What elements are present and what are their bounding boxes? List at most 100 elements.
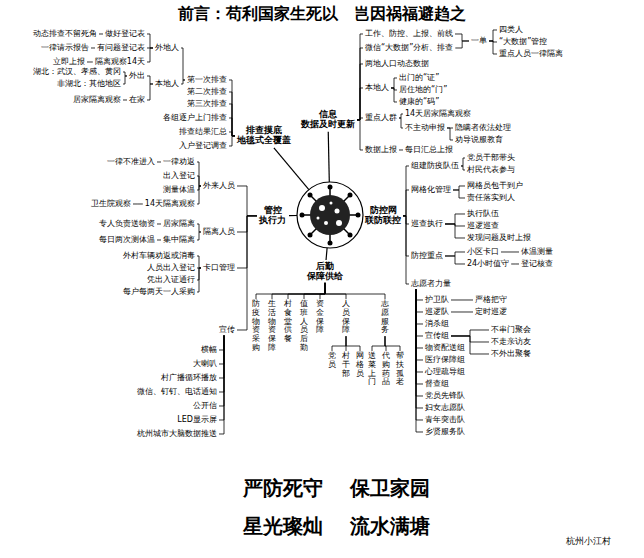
leaf-node: 一律不准进入 (106, 158, 156, 167)
slogan-text: 流水满塘 (350, 514, 430, 538)
node-text: 登记核查 (521, 260, 553, 269)
spike-knobs (300, 185, 361, 246)
node-text: 集中隔离 (163, 236, 195, 245)
branch-connector (197, 232, 201, 240)
node-text: 管控 (259, 206, 286, 216)
branch-connector (455, 34, 469, 41)
branch-node: 排查摸底地毯式全覆盖 (236, 126, 292, 146)
branch-connector (403, 216, 409, 284)
leaf-node: 巡逻队 (424, 308, 450, 317)
vertical-leaf: 人员保障 (342, 300, 350, 335)
leaf-node: 体温测量 (520, 248, 554, 257)
leaf-node: 第一次排查 (186, 76, 228, 85)
branch-connector (256, 283, 325, 299)
branch-connector (416, 289, 423, 372)
leaf-node: 工作、防控、上报、前线 (364, 30, 454, 39)
leaf-node: 有问题登记表 (96, 44, 146, 53)
node-text: 保障供给 (307, 272, 343, 282)
vertical-leaf: 代购药品 (382, 352, 390, 387)
node-text: 第二次排查 (187, 88, 227, 97)
node-text: 做好登记表 (105, 30, 145, 39)
virus-body (310, 195, 350, 235)
leaf-node: 妇女志愿队 (424, 404, 466, 413)
node-text: 两地人口动态数据 (365, 60, 429, 69)
leaf-node: 外出 (128, 72, 146, 81)
branch-connector (304, 283, 325, 299)
leaf-node: 不走亲访友 (490, 338, 532, 347)
branch-connector (219, 335, 224, 420)
node-text: 测量体温 (163, 186, 195, 195)
branch-connector (416, 289, 423, 348)
node-text: 组建防疫队伍 (411, 162, 459, 171)
branch-connector (229, 104, 235, 136)
node-text: 专人负责送物资 (99, 220, 155, 229)
vertical-leaf: 防疫物资采购 (252, 300, 260, 353)
node-text: 物资配送组 (425, 344, 465, 353)
branch-connector (391, 78, 397, 88)
leaf-node: 不串门聚会 (490, 326, 532, 335)
leaf-node: 入户登记调查 (178, 142, 228, 151)
node-text: 隔离观察14天 (95, 58, 145, 67)
leaf-node: 做好登记表 (104, 30, 146, 39)
node-text: 医疗保障组 (425, 356, 465, 365)
node-text: 数据上报 (365, 146, 397, 155)
branch-connector (451, 311, 473, 312)
branch-connector (219, 335, 224, 350)
node-text: 排查摸底 (237, 126, 291, 136)
leaf-node: 志愿者力量 (410, 280, 452, 289)
leaf-node: 重点人群 (364, 114, 398, 123)
node-text: 第三次排查 (187, 100, 227, 109)
node-text: 重点人员一律隔离 (499, 50, 563, 59)
branch-connector (123, 72, 127, 76)
node-text: 巡逻巡查 (467, 222, 499, 231)
branch-connector (197, 162, 201, 186)
node-text: “大数据”管控 (499, 38, 547, 47)
trunk-line (289, 215, 297, 216)
branch-connector (511, 263, 519, 264)
node-text: 送菜上门 (368, 352, 376, 387)
node-text: 妇女志愿队 (425, 404, 465, 413)
branch-connector (197, 268, 201, 292)
branch-connector (91, 47, 95, 48)
node-text: 居家隔离观察 (73, 96, 121, 105)
branch-connector (403, 190, 409, 216)
leaf-node: 网格员包干到户 (466, 182, 524, 191)
branch-node: 防控网联防联控 (364, 206, 402, 226)
leaf-node: 大喇叭 (192, 360, 218, 369)
outer-ring (297, 182, 363, 248)
node-text: 本地人 (155, 80, 179, 89)
node-text: 发现问题及时上报 (467, 234, 531, 243)
node-text: 护卫队 (425, 296, 449, 305)
branch-connector (391, 88, 397, 102)
leaf-node: 小区卡口 (466, 248, 500, 257)
node-text: 健康的“码” (399, 98, 439, 107)
vertical-leaf: 资金保障 (316, 300, 324, 335)
node-text: 排查结果汇总 (179, 128, 227, 137)
leaf-node: 动态排查不留死角 (32, 30, 98, 39)
node-text: 居住地的“门” (399, 86, 447, 95)
vertical-leaf: 村干部 (342, 352, 350, 378)
node-text: 党员先锋队 (425, 392, 465, 401)
leaf-node: 定时巡逻 (474, 308, 508, 317)
branch-connector (357, 64, 363, 120)
node-text: 24小时值守 (467, 260, 509, 269)
leaf-node: 青年突击队 (424, 416, 466, 425)
node-text: 每日两次测体温 (99, 236, 155, 245)
branch-connector (197, 256, 201, 268)
leaf-node: 集中隔离 (162, 236, 196, 245)
leaf-node: 医疗保障组 (424, 356, 466, 365)
vertical-leaf: 志愿服务 (381, 300, 389, 335)
branch-connector (416, 289, 423, 360)
leaf-node: 立即上报 (52, 58, 86, 67)
leaf-node: 每日两次测体温 (98, 236, 156, 245)
branch-connector (197, 224, 201, 232)
branch-connector (455, 41, 469, 48)
leaf-node: 本地人 (364, 84, 390, 93)
node-text: 不外出聚餐 (491, 350, 531, 359)
node-text: 卫生院观察 (91, 200, 131, 209)
leaf-node: 第二次排查 (186, 88, 228, 97)
leaf-node: 在家 (128, 96, 146, 105)
node-text: 非湖北：其他地区 (57, 80, 121, 89)
node-text: 防控网 (365, 206, 401, 216)
branch-connector (445, 214, 465, 224)
